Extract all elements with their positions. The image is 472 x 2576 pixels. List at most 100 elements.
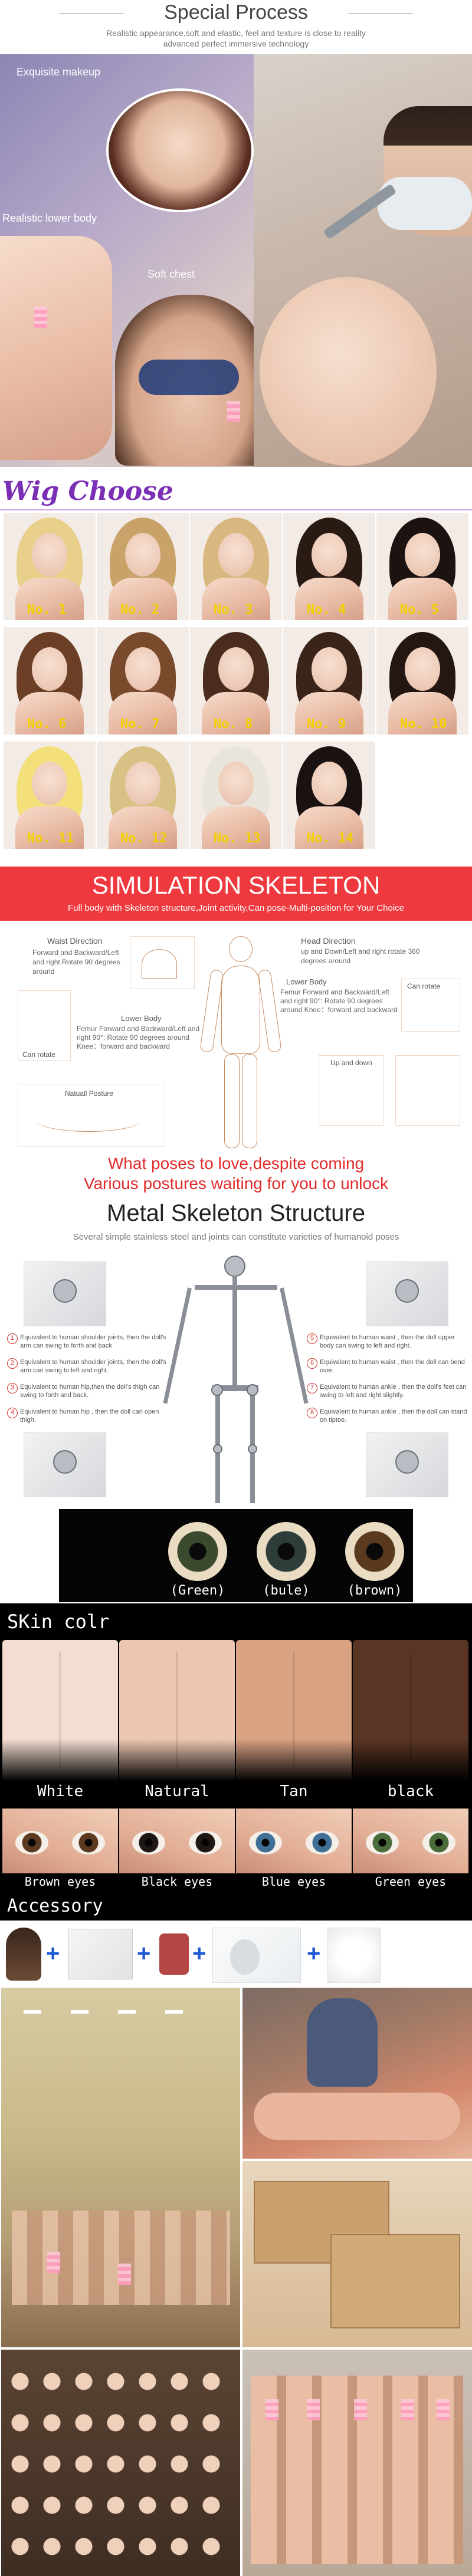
censor-mosaic	[266, 2399, 278, 2420]
skin-tone-option[interactable]	[2, 1640, 118, 1781]
skeleton-hip-bar	[212, 1385, 258, 1391]
doll-face	[125, 762, 160, 805]
joint-number-badge: 5	[307, 1333, 317, 1344]
censor-mosaic	[354, 2399, 367, 2420]
accessory-header-bar	[0, 1892, 472, 1921]
skin-tone-option[interactable]	[236, 1640, 352, 1781]
eye-closeup-right	[189, 1831, 222, 1854]
joint-number-badge: 4	[7, 1408, 18, 1418]
censor-mosaic	[307, 2399, 320, 2420]
doll-shoulders	[202, 692, 270, 734]
can-rotate-label: Can rotate	[22, 1050, 56, 1059]
waist-pose-sketch	[130, 936, 195, 989]
wig-option[interactable]: No. 4	[283, 513, 375, 620]
eye-closeup-option[interactable]	[2, 1809, 118, 1873]
back-spine-shadow	[409, 1652, 412, 1770]
body-figure-torso	[221, 966, 260, 1054]
eyeball-sample[interactable]	[168, 1522, 227, 1581]
heads-shelf-grid	[8, 2364, 232, 2564]
joint-description: Equivalent to human shoulder joints, the…	[20, 1359, 166, 1374]
wig-option[interactable]: No. 10	[376, 627, 468, 734]
doll-face	[218, 762, 254, 805]
wig-number-label: No. 12	[120, 831, 168, 846]
skeleton-banner-subtitle: Full body with Skeleton structure,Joint …	[68, 903, 404, 913]
workshop-ceiling-lamps	[24, 2010, 212, 2014]
wig-option[interactable]: No. 1	[4, 513, 96, 620]
doll-face	[125, 647, 160, 691]
bikini-top	[139, 360, 239, 395]
wig-option[interactable]: No. 2	[97, 513, 189, 620]
up-down-sketch	[319, 1055, 384, 1126]
eye-color-section: (Green)(bule)(brown)	[0, 1509, 472, 1603]
doll-face	[405, 647, 440, 691]
tagline-1: What poses to love,despite coming	[107, 1154, 365, 1172]
doll-shoulders	[202, 578, 270, 620]
waist-direction-title: Waist Direction	[47, 936, 103, 946]
wig-option[interactable]: No. 11	[4, 742, 96, 849]
back-spine-shadow	[176, 1652, 178, 1770]
eyeball-sample[interactable]	[345, 1522, 404, 1581]
eye-closeup-right	[306, 1831, 339, 1854]
eye-closeup-left	[249, 1831, 282, 1854]
censor-mosaic	[401, 2399, 414, 2420]
wig-title: Wig Choose	[2, 476, 173, 506]
factory-section	[0, 1987, 472, 2576]
eye-closeup-option[interactable]	[119, 1809, 235, 1873]
wig-option[interactable]: No. 7	[97, 627, 189, 734]
skin-tone-label: White	[37, 1783, 84, 1800]
doll-face	[312, 533, 347, 577]
wig-number-label: No. 2	[120, 602, 160, 617]
wig-option[interactable]: No. 13	[190, 742, 282, 849]
censor-mosaic	[437, 2399, 450, 2420]
shipping-box-2	[330, 2234, 460, 2328]
eye-closeup-label: Brown eyes	[24, 1875, 96, 1889]
hip-joint-detail	[53, 1450, 77, 1474]
skeleton-banner-title: SIMULATION SKELETON	[91, 871, 381, 899]
shoulder-joint-detail	[53, 1279, 77, 1303]
cleaner-bulb	[230, 1939, 260, 1975]
eye-closeup-right	[422, 1831, 455, 1854]
joint-description: Equivalent to human hip , then the doll …	[20, 1408, 159, 1424]
eye-closeup-label: Black eyes	[141, 1875, 213, 1889]
wig-option[interactable]: No. 8	[190, 627, 282, 734]
wig-option[interactable]: No. 6	[4, 627, 96, 734]
title-line-left	[59, 13, 124, 14]
wig-number-label: No. 14	[307, 831, 354, 846]
wig-number-label: No. 11	[27, 831, 74, 846]
wig-option[interactable]: No. 14	[283, 742, 375, 849]
joint-number-badge: 3	[7, 1383, 18, 1394]
doll-face	[312, 762, 347, 805]
doll-shoulders	[109, 692, 177, 734]
wig-number-label: No. 7	[120, 717, 160, 732]
skin-tone-option[interactable]	[119, 1640, 235, 1781]
metal-skeleton-section: Metal Skeleton Structure Several simple …	[0, 1197, 472, 1509]
skeleton-knee-right	[248, 1444, 257, 1454]
skeleton-shoulder-bar	[195, 1285, 277, 1290]
wig-option[interactable]: No. 9	[283, 627, 375, 734]
doll-shoulders	[388, 578, 457, 620]
censor-mosaic	[118, 2264, 131, 2285]
plus-sign: +	[137, 1941, 151, 1966]
eye-closeup-label: Green eyes	[375, 1875, 447, 1889]
wig-option[interactable]: No. 5	[376, 513, 468, 620]
eye-closeup-option[interactable]	[236, 1809, 352, 1873]
censor-mosaic	[47, 2252, 60, 2273]
accessory-comb-image	[159, 1933, 189, 1975]
special-process-section: Special Process Realistic appearance,sof…	[0, 0, 472, 472]
eye-closeup-option[interactable]	[353, 1809, 468, 1873]
head-direction-title: Head Direction	[301, 936, 356, 946]
eye-color-label: (brown)	[347, 1583, 402, 1598]
waist-direction-text: Forward and Backward/Left and right Rota…	[32, 948, 120, 976]
doll-shoulders	[295, 578, 363, 620]
arm-rotate-sketch	[18, 990, 71, 1061]
body-figure-head	[229, 936, 253, 962]
label-exquisite-makeup: Exquisite makeup	[17, 66, 101, 78]
skeleton-arm-right	[280, 1287, 309, 1404]
wig-option[interactable]: No. 3	[190, 513, 282, 620]
skeleton-knee-left	[213, 1444, 222, 1454]
skin-tone-option[interactable]	[353, 1640, 468, 1781]
joint-description: Equivalent to human shoulder joints, the…	[20, 1334, 166, 1349]
eyeball-sample[interactable]	[257, 1522, 316, 1581]
wig-option[interactable]: No. 12	[97, 742, 189, 849]
doll-face	[312, 647, 347, 691]
